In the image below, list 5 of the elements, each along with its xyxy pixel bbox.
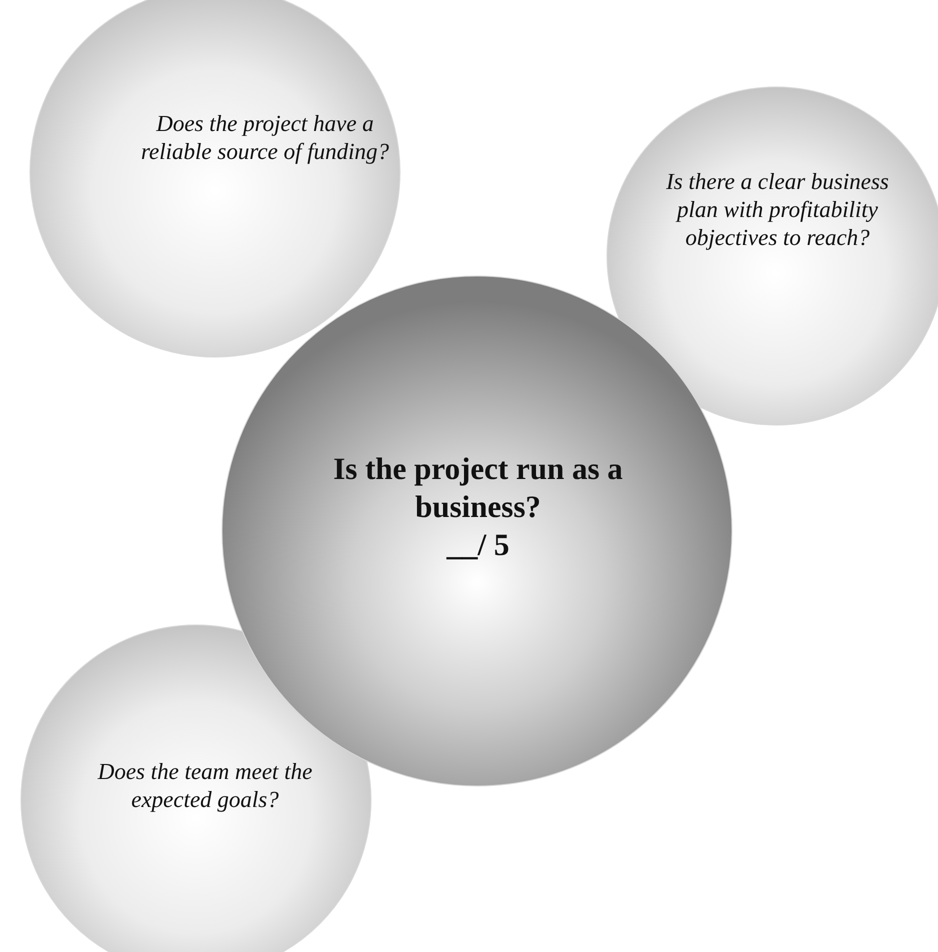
question-text: Is there a clear business plan with profitability objectives to reach? <box>665 168 890 252</box>
question-text: Does the project have a reliable source of funding? <box>140 110 390 166</box>
score-text: __/ 5 <box>445 526 510 564</box>
question-text: Does the team meet the expected goals? <box>96 758 314 814</box>
question-text: Is the project run as a business? <box>332 450 624 526</box>
